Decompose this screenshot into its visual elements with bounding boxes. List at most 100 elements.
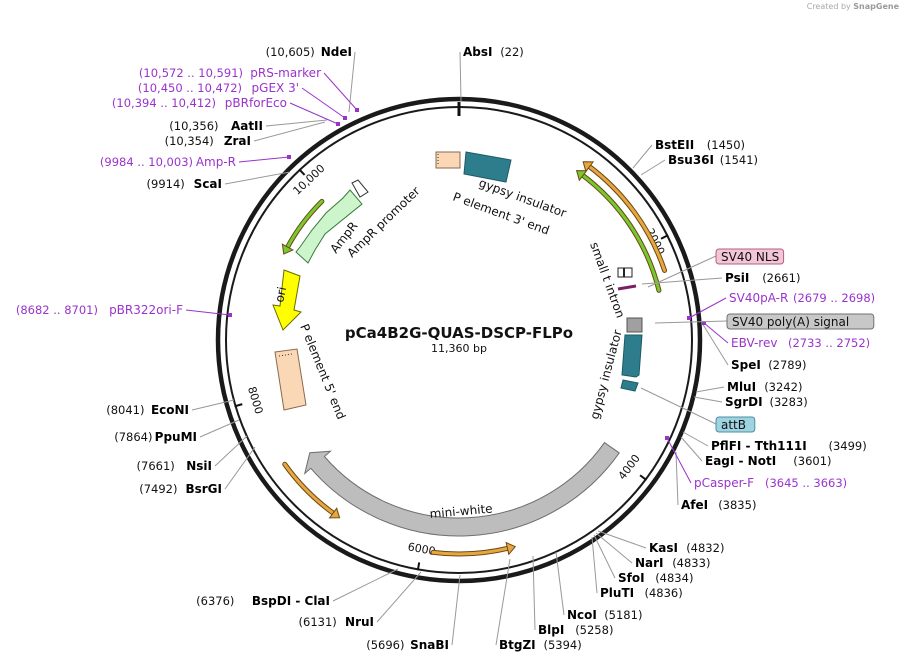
enzyme-name: SgrDI (725, 395, 763, 409)
enzyme-site[interactable]: NarI(4833) (595, 532, 710, 570)
enzyme-site[interactable]: BspDI - ClaI(6376) (196, 568, 399, 608)
enzyme-site[interactable]: SgrDI(3283) (693, 395, 808, 409)
enzyme-site[interactable]: BsrGI (7492) (139, 446, 256, 496)
enzyme-name: EcoNI (151, 403, 189, 417)
enzyme-position: (5258) (575, 623, 613, 637)
enzyme-site[interactable]: PluTI(4836) (591, 536, 683, 600)
enzyme-position: (10,354) (165, 134, 214, 148)
enzyme-site[interactable]: BstEII(1450) (632, 138, 745, 169)
enzyme-position: (2661) (762, 271, 800, 285)
ruler-tick-mark (234, 403, 243, 408)
enzyme-site[interactable]: AfeI(3835) (675, 451, 756, 512)
feature-p-element-5-end-box[interactable] (274, 348, 307, 411)
enzyme-name: BsrGI (185, 482, 222, 496)
feature-ori-arrow[interactable] (272, 269, 302, 331)
primer-site[interactable]: pGEX 3'(10,450 .. 10,472) (138, 81, 347, 120)
enzyme-site[interactable]: MluI(3242) (695, 380, 802, 394)
ruler-tick-label: 10,000 (291, 162, 328, 198)
label-gypsy-insulator-right: gypsy insulator (587, 328, 624, 421)
label-small-t-intron: small t intron (587, 240, 627, 320)
primer-range: (9984 .. 10,003) (100, 155, 193, 169)
boxed-feature-label[interactable]: SV40 NLS (647, 248, 785, 288)
enzyme-site[interactable]: NruI(6131) (299, 571, 422, 629)
enzyme-site[interactable]: ZraI(10,354) (165, 121, 326, 148)
enzyme-position: (5696) (366, 638, 404, 652)
enzyme-name: NsiI (186, 459, 212, 473)
enzyme-name: SnaBI (410, 638, 449, 652)
primer-site[interactable]: EBV-rev(2733 .. 2752) (702, 321, 870, 350)
site-callouts: AbsI(22) BstEII(1450)Bsu36I(1541) PsiI(266… (16, 45, 875, 652)
primer-name: Amp-R (196, 155, 236, 169)
enzyme-position: (10,356) (169, 119, 218, 133)
feature-attb-segment[interactable] (620, 379, 639, 392)
feature-p-element-3-end-box[interactable] (435, 151, 461, 169)
feature-sv40-polya-segment[interactable] (626, 317, 643, 333)
enzyme-position: (22) (500, 45, 524, 59)
primer-site[interactable]: pBR322ori-F(8682 .. 8701) (16, 303, 232, 317)
label-mini-white: mini-white (429, 502, 493, 521)
enzyme-site[interactable]: NsiI (7661) (137, 435, 248, 473)
enzyme-position: (2789) (768, 358, 806, 372)
enzyme-position: (5181) (604, 608, 642, 622)
enzyme-site[interactable]: SpeI(2789) (701, 322, 806, 372)
enzyme-site[interactable]: BtgZI(5394) (495, 558, 582, 652)
enzyme-name: EagI - NotI (705, 454, 776, 468)
enzyme-site[interactable]: Bsu36I(1541) (640, 153, 758, 176)
enzyme-site[interactable]: PsiI(2661) (641, 271, 800, 285)
enzyme-site[interactable]: ScaI(9914) (147, 171, 291, 191)
enzyme-site[interactable]: AbsI(22) (459, 45, 524, 102)
enzyme-position: (10,605) (266, 45, 315, 59)
boxed-feature-name: SV40 NLS (721, 250, 779, 264)
enzyme-position: (4832) (686, 541, 724, 555)
enzyme-site[interactable]: AatII (10,356) (169, 119, 328, 133)
enzyme-name: MluI (727, 380, 756, 394)
feature-mini-white-arrow[interactable] (303, 441, 620, 537)
primer-name: EBV-rev (731, 336, 777, 350)
enzyme-site[interactable]: PpuMI(7864) (114, 419, 240, 444)
enzyme-site[interactable]: SnaBI (5696) (366, 574, 461, 652)
orf-arc[interactable] (283, 462, 337, 516)
feature-small-t-intron[interactable] (617, 267, 637, 291)
primer-site[interactable]: pCasper-F(3645 .. 3663) (665, 436, 847, 490)
primer-range: (3645 .. 3663) (765, 476, 847, 490)
boxed-feature-name: attB (721, 418, 746, 432)
ruler-tick-label: 4000 (616, 452, 643, 482)
enzyme-position: (7492) (139, 482, 177, 496)
feature-ampr-arrow[interactable] (295, 189, 363, 264)
orf-arc[interactable] (431, 546, 511, 556)
feature-gypsy-insulator-top[interactable] (463, 151, 512, 183)
feature-ampr-promoter-arrow[interactable] (351, 179, 369, 198)
label-p-element-5-end: P element 5' end (297, 322, 348, 422)
orf-arc[interactable] (579, 172, 661, 292)
enzyme-position: (7661) (137, 459, 175, 473)
boxed-feature-label[interactable]: SV40 poly(A) signal (654, 313, 875, 330)
feature-gypsy-insulator-right[interactable] (621, 334, 643, 378)
enzyme-name: BlpI (538, 623, 564, 637)
enzyme-site[interactable]: KasI(4832) (597, 530, 724, 555)
enzyme-site[interactable]: EagI - NotI (3601) (680, 436, 832, 468)
snapgene-credit: Created by SnapGene (807, 2, 899, 11)
enzyme-position: (4834) (655, 571, 693, 585)
primer-name: SV40pA-R (729, 291, 788, 305)
enzyme-name: ScaI (194, 177, 222, 191)
primer-site[interactable]: SV40pA-R(2679 .. 2698) (687, 291, 875, 320)
enzyme-name: NarI (635, 556, 664, 570)
enzyme-name: AatII (231, 119, 263, 133)
primer-site[interactable]: Amp-R(9984 .. 10,003) (100, 155, 291, 169)
primer-range: (8682 .. 8701) (16, 303, 98, 317)
enzyme-site[interactable]: BlpI (5258) (532, 555, 613, 637)
boxed-feature-label[interactable]: attB (640, 387, 756, 433)
enzyme-site[interactable]: SfoI(4834) (593, 534, 693, 585)
enzyme-position: (3601) (793, 454, 831, 468)
enzyme-position: (1450) (707, 138, 745, 152)
enzyme-site[interactable]: NdeI(10,605) (266, 45, 356, 113)
enzyme-site[interactable]: EcoNI(8041) (106, 399, 235, 417)
ruler-tick-mark (660, 234, 669, 240)
enzyme-site[interactable]: NcoI(5181) (555, 551, 642, 622)
primer-site[interactable]: pRS-marker(10,572 .. 10,591) (139, 66, 359, 112)
primer-site[interactable]: pBRforEco(10,394 .. 10,412) (112, 96, 340, 126)
enzyme-site[interactable]: PflFI - Tth111I(3499) (682, 431, 867, 453)
orf-arc[interactable] (586, 163, 667, 272)
orf-arc[interactable] (285, 199, 324, 251)
